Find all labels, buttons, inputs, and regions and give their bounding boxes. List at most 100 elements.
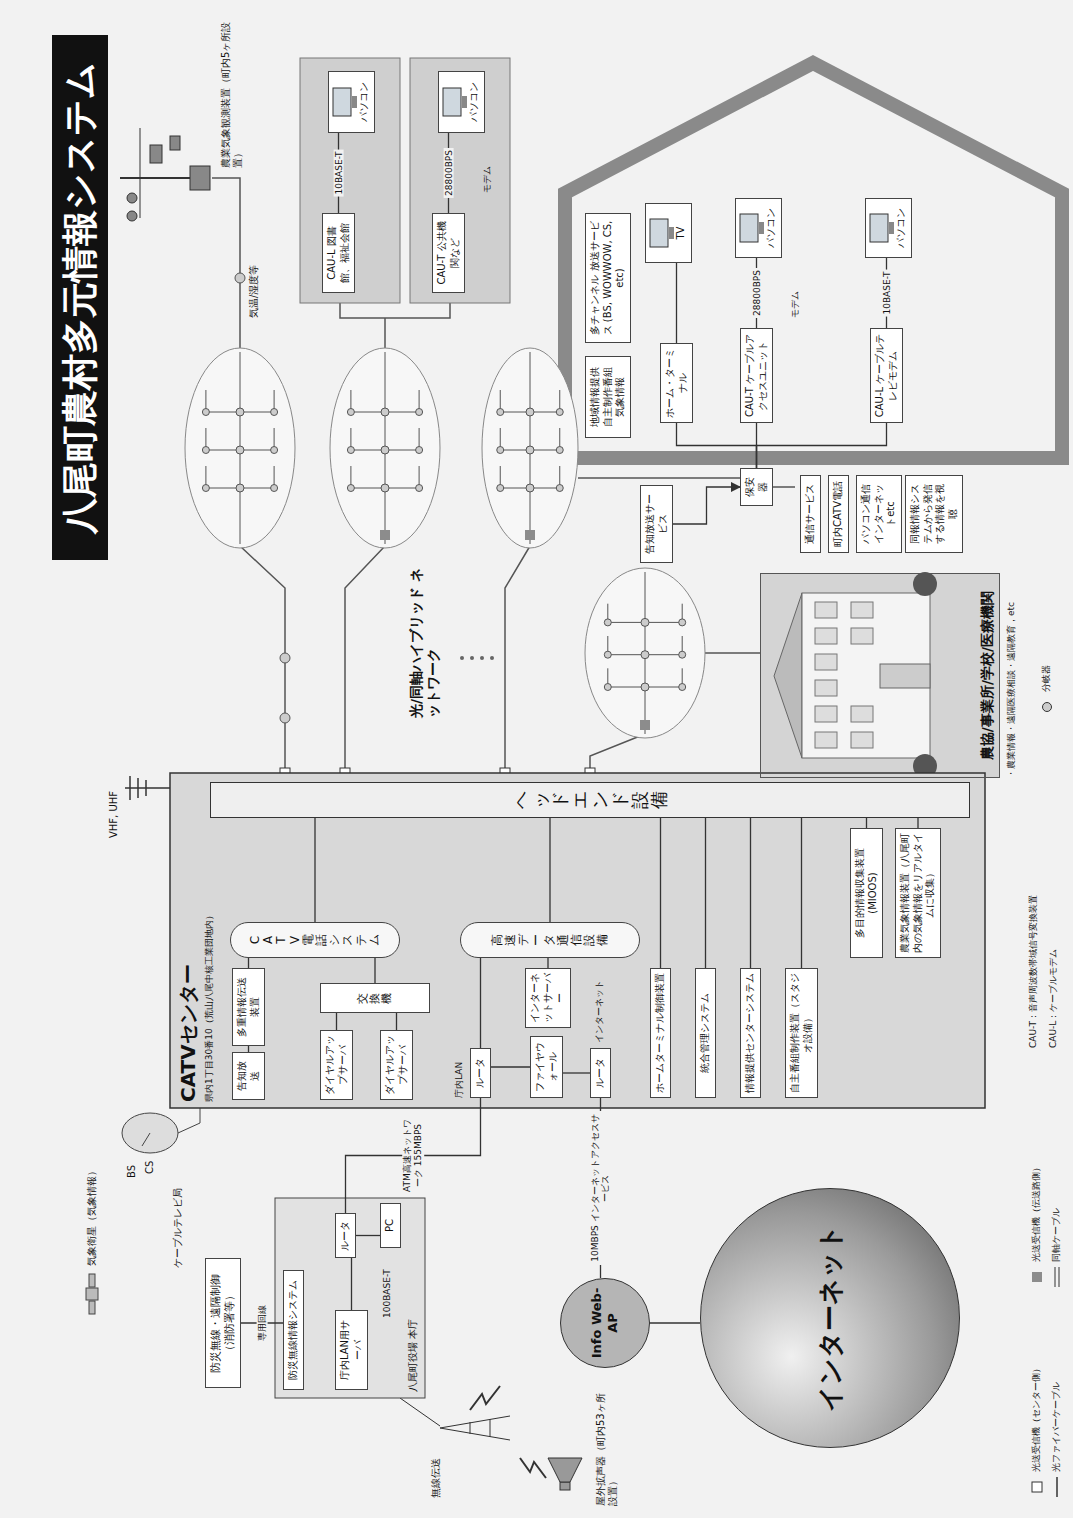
splitter-symbol — [679, 684, 686, 691]
dot — [490, 656, 494, 660]
network-trees — [185, 348, 705, 738]
site-panel — [410, 58, 510, 303]
headend-band: ヘッドエンド設備 — [210, 782, 970, 818]
legend-item: 光送受信機（伝送路側） — [1030, 1163, 1043, 1288]
label-text: CS — [144, 1161, 156, 1174]
edge-label: ATM高速ネットワーク 155MBPS — [402, 1118, 424, 1194]
edge-label-box: 専用回線 — [257, 1303, 268, 1343]
node-text: パソコン — [358, 82, 371, 122]
node-text: TV — [675, 227, 688, 240]
splitter-symbol — [556, 409, 563, 416]
node-text: 地域情報提供 自主制作番組 気象情報 — [589, 361, 627, 433]
splitter-symbol — [497, 447, 504, 454]
device-box: 防災無線・遠隔制御（消防署等） — [205, 1258, 241, 1388]
fiber-line — [590, 736, 640, 768]
pc-device: パソコン — [328, 71, 375, 133]
splitter-symbol — [526, 484, 534, 492]
legend-text: 光送受信機（伝送路側） — [1030, 1163, 1043, 1262]
mast-arm — [140, 128, 141, 218]
node-text: 同報情報システムから発信する情報を視聴 — [909, 480, 959, 548]
service-callout: 地域情報提供 自主制作番組 気象情報 — [585, 356, 631, 438]
edge-label: 28800BPS — [751, 270, 762, 316]
label-text: 気温/湿度等 — [248, 265, 260, 318]
node-text: 情報提供センターシステム — [744, 973, 757, 1093]
tower-leg — [440, 1416, 510, 1428]
satellite-panel — [89, 1274, 95, 1287]
window — [851, 602, 873, 618]
device-box: 農業気象情報装置（八尾町内の気象情報をリアルタイムに収集） — [895, 828, 941, 958]
label-box: ・農業情報・遠隔医療相談・遠隔教育，etc — [1006, 563, 1017, 778]
splitter-symbol — [271, 409, 278, 416]
connector-line — [351, 1258, 352, 1310]
connector-line — [705, 818, 706, 968]
branch-network — [330, 348, 440, 548]
node-text: 交換機 — [357, 993, 393, 1004]
dish — [122, 1113, 178, 1153]
center-box: CATVセンター県内1丁目30番10（荒山八尾中核工業団地内）ヘッドエンド設備C… — [170, 773, 985, 1108]
lightning-symbol — [470, 1386, 500, 1410]
coax-line — [240, 546, 285, 768]
connector-line — [336, 1013, 337, 1030]
branch-network — [482, 348, 578, 548]
node-text: 保安器 — [744, 473, 769, 501]
sensor-box — [150, 145, 162, 163]
monitor-stand — [669, 227, 674, 239]
service-callout: 同報情報システムから発信する情報を視聴 — [905, 475, 963, 553]
splitter-symbol — [202, 447, 209, 454]
connector-line — [757, 423, 887, 468]
label-text: 農業気象観測装置（町内5ヶ所設置） — [220, 18, 244, 168]
label-box: モデム — [790, 291, 801, 318]
network-ellipse — [330, 348, 440, 548]
node-text: 庁内LAN用サーバ — [339, 1315, 364, 1385]
connector-line — [480, 958, 481, 1048]
device-box: CAU-T 公共機関など — [432, 213, 465, 293]
connector-line — [356, 1235, 380, 1236]
node-text: ルータ — [594, 1058, 607, 1088]
monitor-screen — [650, 219, 668, 247]
splitter-symbol — [381, 484, 389, 492]
splitter-symbol — [236, 484, 244, 492]
label-box: 光/同軸ハイブリッド ネットワーク — [408, 568, 442, 718]
window — [851, 706, 873, 722]
label-box: 100BASE-T — [382, 1269, 393, 1318]
monitor-stand — [462, 96, 467, 108]
edge-label: 10MBPS インターネットアクセスサービス — [590, 1113, 612, 1263]
legend-sample — [1031, 1266, 1043, 1288]
label-text: 光/同軸ハイブリッド ネットワーク — [408, 568, 442, 718]
monitor-stand — [352, 96, 357, 108]
title-text: 八尾町農村多元情報システム — [56, 62, 105, 534]
pc-device: パソコン — [735, 198, 782, 258]
splitter-symbol — [202, 409, 209, 416]
label-box: 気温/湿度等 — [248, 265, 260, 318]
label-text: 100BASE-T — [382, 1269, 393, 1318]
label-box: インターネット — [594, 980, 605, 1043]
label-text: 無線伝送 — [430, 1458, 442, 1498]
splitter-symbol — [556, 485, 563, 492]
legend-text: 光送受信機（センター側） — [1030, 1364, 1043, 1472]
office-box: 八尾町役場 本庁防災無線情報システム庁内LAN用サーバルータPC — [275, 1198, 425, 1398]
office-backdrop — [275, 1198, 425, 1398]
building-roof — [774, 593, 802, 758]
edge-label-box: 28800BPS — [443, 148, 454, 198]
node-text: インターネットサーバー — [529, 973, 567, 1023]
node-text: ルータ — [339, 1221, 352, 1251]
legend-sample — [1031, 1476, 1043, 1498]
monitor-stand — [889, 222, 894, 234]
label-box: モデム — [482, 166, 493, 193]
tree-icon — [913, 572, 937, 596]
coax-line — [578, 477, 740, 479]
device-box: 自主番組制作装置（スタジオ設備） — [785, 968, 818, 1098]
network-ellipse — [482, 348, 578, 548]
satellite-icon — [86, 1274, 98, 1314]
node-text: 農業気象情報装置（八尾町内の気象情報をリアルタイムに収集） — [899, 833, 937, 953]
node-text: 多重情報伝送装置 — [236, 973, 261, 1041]
ellipsis-dots — [460, 656, 494, 660]
monitor-icon — [442, 84, 468, 120]
label-box: CAU-T：音声周波数帯域信号変換装置 — [1028, 895, 1039, 1048]
device-box: 防災無線情報システム — [283, 1270, 304, 1390]
device-box: CAU-L ケーブルテレビモデム — [870, 328, 903, 423]
device-box: 多重情報伝送装置 — [232, 968, 265, 1046]
label-box: CS — [144, 1161, 156, 1174]
system-pill: CATV電話システム — [230, 922, 400, 958]
